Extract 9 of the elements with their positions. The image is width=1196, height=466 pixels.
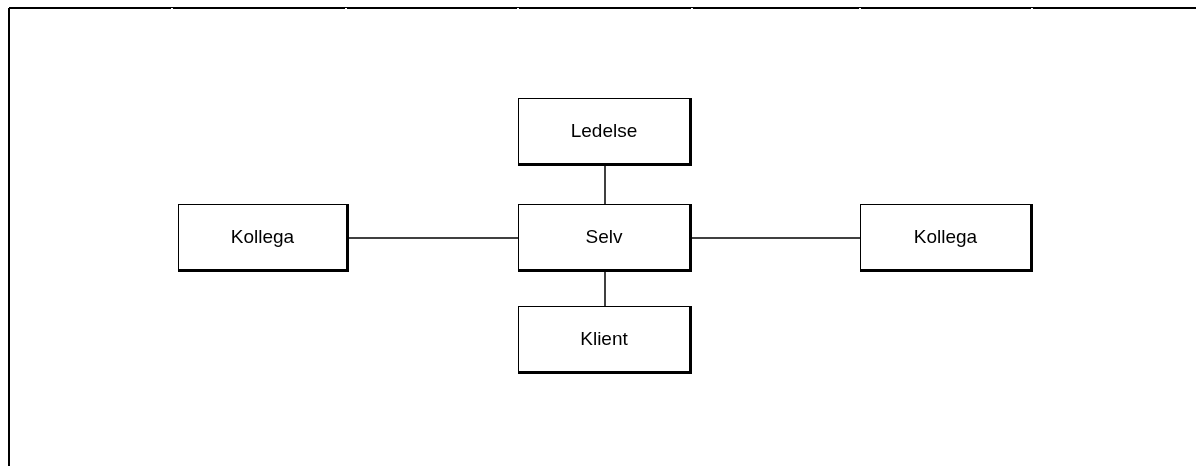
connector-line [604,165,606,205]
label-box: Kollega [178,204,349,272]
connector-line [604,271,606,307]
label-box: Selv [518,204,692,272]
label-box: Ledelse [518,98,692,166]
connector-line [691,237,861,239]
label-box: Kollega [860,204,1033,272]
label-box: Klient [518,306,692,374]
connector-line [348,237,519,239]
